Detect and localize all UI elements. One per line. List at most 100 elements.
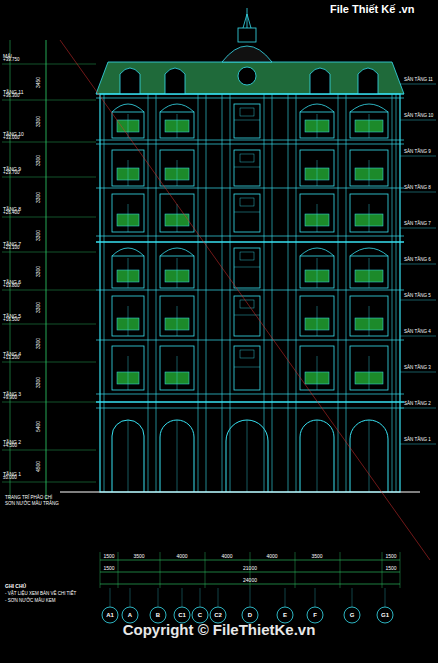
drawing-label: D xyxy=(248,612,252,618)
window-arch xyxy=(300,248,334,256)
door-mullion xyxy=(247,420,248,492)
drawing-label: G xyxy=(350,612,355,618)
mullion xyxy=(369,160,370,186)
drawing-label: 1500 xyxy=(385,566,396,571)
spire-tip xyxy=(243,14,251,28)
grid-line xyxy=(158,588,159,607)
ornament-panel xyxy=(240,154,254,162)
window-frame xyxy=(112,194,144,232)
drawing-label: +23.100 xyxy=(3,246,19,251)
window-frame xyxy=(350,194,388,232)
drawing-label: 3300 xyxy=(36,377,41,388)
drawing-label: 3300 xyxy=(36,154,41,165)
drawing-label: SƠN NƯỚC MÀU TRẮNG xyxy=(5,502,59,507)
leader-line xyxy=(400,336,436,337)
drawing-label: C1 xyxy=(178,612,186,618)
drawing-label: +9.900 xyxy=(3,396,17,401)
window-arch xyxy=(160,104,194,112)
level-line xyxy=(2,64,96,65)
grid-bubble xyxy=(174,607,190,623)
ornament-panel xyxy=(240,252,254,260)
pilaster xyxy=(148,94,149,492)
grid-line xyxy=(130,588,131,607)
mullion xyxy=(317,114,318,138)
dimension-tick xyxy=(100,552,101,588)
mullion xyxy=(177,306,178,336)
level-line xyxy=(2,402,96,403)
cornice xyxy=(96,188,404,189)
drawing-label: 4000 xyxy=(266,554,277,559)
pilaster xyxy=(104,94,105,492)
leader-line xyxy=(400,264,436,265)
drawing-label: +16.500 xyxy=(3,318,19,323)
leader-line xyxy=(400,120,436,121)
transom xyxy=(234,120,260,121)
ground-arch xyxy=(160,420,194,492)
dormer xyxy=(165,68,185,94)
mullion xyxy=(369,114,370,138)
grid-line xyxy=(110,588,111,607)
cornice xyxy=(96,140,404,141)
mullion xyxy=(317,306,318,336)
drawing-label: B xyxy=(156,612,160,618)
window-frame xyxy=(112,256,144,288)
level-line xyxy=(2,217,96,218)
window-arch xyxy=(350,248,388,256)
mullion xyxy=(317,258,318,288)
mullion xyxy=(317,204,318,232)
door-mullion xyxy=(128,420,129,492)
drawing-label: SÀN TẦNG 3 xyxy=(404,366,431,371)
pilaster xyxy=(156,94,157,492)
window-frame xyxy=(160,346,194,390)
window-frame xyxy=(112,346,144,390)
mullion xyxy=(369,258,370,288)
cornice xyxy=(96,408,404,409)
pilaster xyxy=(264,94,265,492)
window-frame xyxy=(300,150,334,186)
drawing-label: C2 xyxy=(214,612,222,618)
leader-line xyxy=(400,192,436,193)
drawing-label: SÀN TẦNG 5 xyxy=(404,294,431,299)
leader-line xyxy=(400,300,436,301)
level-line xyxy=(2,252,96,253)
window-frame xyxy=(300,194,334,232)
facade-outline xyxy=(100,94,400,492)
drawing-label: 24000 xyxy=(243,578,257,583)
drawing-label: +19.800 xyxy=(3,284,19,289)
drawing-label: 3300 xyxy=(36,302,41,313)
window-frame xyxy=(300,346,334,390)
mullion xyxy=(177,204,178,232)
level-line xyxy=(2,450,96,451)
mullion xyxy=(369,356,370,390)
drawing-label: 3300 xyxy=(36,338,41,349)
dormer xyxy=(358,68,378,94)
drawing-label: E xyxy=(283,612,287,618)
grid-bubble xyxy=(122,607,138,623)
grid-line xyxy=(182,588,183,607)
mullion xyxy=(177,160,178,186)
grid-line xyxy=(218,588,219,607)
watermark: Copyright © FileThietKe.vn xyxy=(123,622,316,637)
window-frame xyxy=(234,194,260,232)
window-frame xyxy=(112,150,144,186)
pilaster xyxy=(206,94,207,492)
leader-line xyxy=(400,156,436,157)
drawing-label: +13.200 xyxy=(3,356,19,361)
drawing-label: SÀN TẦNG 11 xyxy=(404,78,433,83)
drawing-label: 21000 xyxy=(243,566,257,571)
spire xyxy=(247,8,248,28)
drawing-label: A xyxy=(128,612,132,618)
drawing-label: 3500 xyxy=(311,554,322,559)
drawing-label: 3300 xyxy=(36,266,41,277)
dimension-tick xyxy=(205,552,206,588)
mullion xyxy=(128,306,129,336)
mullion xyxy=(177,258,178,288)
drawing-label: 5400 xyxy=(36,421,41,432)
grid-line xyxy=(200,588,201,607)
section-line xyxy=(60,40,430,560)
leader-line xyxy=(400,408,436,409)
pilaster xyxy=(230,94,231,492)
grid-bubble xyxy=(210,607,226,623)
mullion xyxy=(128,160,129,186)
